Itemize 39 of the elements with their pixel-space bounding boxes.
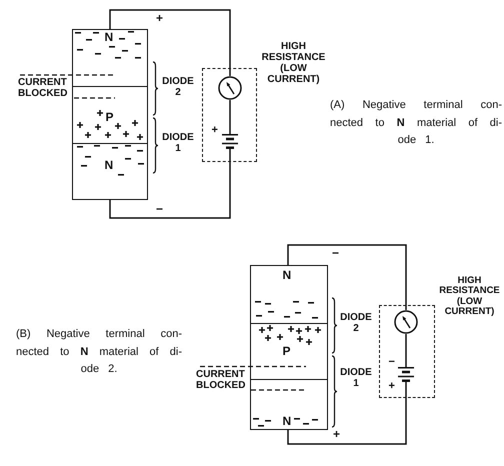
wire xyxy=(287,244,407,310)
polarity-sign: − xyxy=(388,356,395,368)
polarity-sign: + xyxy=(388,380,395,392)
wire xyxy=(287,382,407,445)
polarity-sign: + xyxy=(212,124,218,136)
wire xyxy=(109,9,231,76)
bracket-label: DIODE 1 xyxy=(339,367,373,389)
semiconductor-layer xyxy=(250,323,328,380)
battery-symbol xyxy=(220,134,238,148)
bracket-label: DIODE 1 xyxy=(161,132,195,154)
layer-label: N xyxy=(282,268,292,280)
wire xyxy=(229,100,231,134)
layer-label: N xyxy=(104,158,114,170)
bracket-label: DIODE 2 xyxy=(161,76,195,98)
semiconductor-layer xyxy=(72,143,148,200)
figure-caption: (A) Negative terminal con- nected to N material of di- ode 1. xyxy=(330,98,502,148)
polarity-sign: + xyxy=(156,12,164,24)
enclosure-label: HIGH RESISTANCE (LOW CURRENT) xyxy=(438,276,501,318)
layer-label: P xyxy=(106,110,114,122)
battery-symbol xyxy=(396,366,414,382)
wire xyxy=(405,334,407,367)
meter-symbol xyxy=(394,310,418,334)
layer-label: N xyxy=(104,30,114,42)
semiconductor-layer xyxy=(250,379,328,430)
layer-label: P xyxy=(282,344,291,356)
polarity-sign: − xyxy=(332,247,340,259)
layer-label: N xyxy=(282,414,292,426)
figure-caption: (B) Negative terminal con- nected to N material of di- ode 2. xyxy=(16,327,182,377)
polarity-sign: − xyxy=(156,203,164,215)
bracket-label: DIODE 2 xyxy=(339,312,373,334)
polarity-sign: + xyxy=(333,428,340,440)
semiconductor-layer xyxy=(250,265,328,324)
semiconductor-layer xyxy=(72,29,148,87)
meter-symbol xyxy=(218,76,242,100)
junction-label: CURRENT BLOCKED xyxy=(196,369,246,391)
semiconductor-layer xyxy=(72,86,148,144)
enclosure-label: HIGH RESISTANCE (LOW CURRENT) xyxy=(260,40,326,84)
wire xyxy=(109,149,231,219)
junction-label: CURRENT BLOCKED xyxy=(18,77,68,99)
